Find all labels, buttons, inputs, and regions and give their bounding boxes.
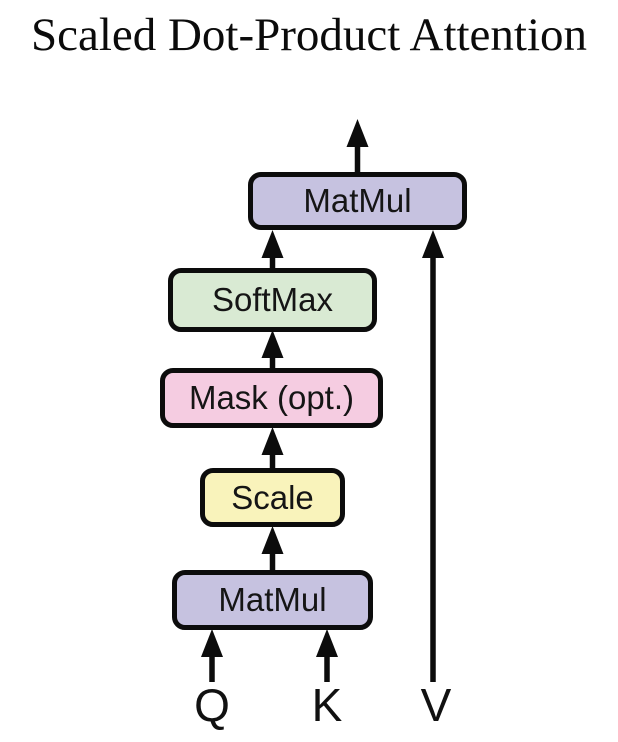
block-matmul-bottom: MatMul	[172, 570, 373, 630]
input-label-k: K	[311, 679, 343, 731]
input-label-v: V	[420, 679, 452, 731]
arrow-output	[346, 119, 369, 172]
arrow-input-q	[201, 629, 223, 682]
arrow-mask-to-softmax	[261, 330, 284, 368]
block-mask-optional: Mask (opt.)	[160, 368, 383, 428]
arrow-input-k	[316, 629, 338, 682]
input-label-q: Q	[194, 679, 230, 731]
block-scale: Scale	[200, 468, 345, 527]
arrow-scale-to-mask	[261, 427, 284, 468]
block-softmax: SoftMax	[168, 268, 377, 332]
figure-title: Scaled Dot-Product Attention	[30, 9, 588, 61]
arrow-input-v	[422, 230, 444, 682]
arrow-matmul-to-scale	[261, 526, 284, 570]
block-matmul-top: MatMul	[248, 172, 467, 230]
arrow-softmax-to-matmul	[261, 230, 284, 268]
